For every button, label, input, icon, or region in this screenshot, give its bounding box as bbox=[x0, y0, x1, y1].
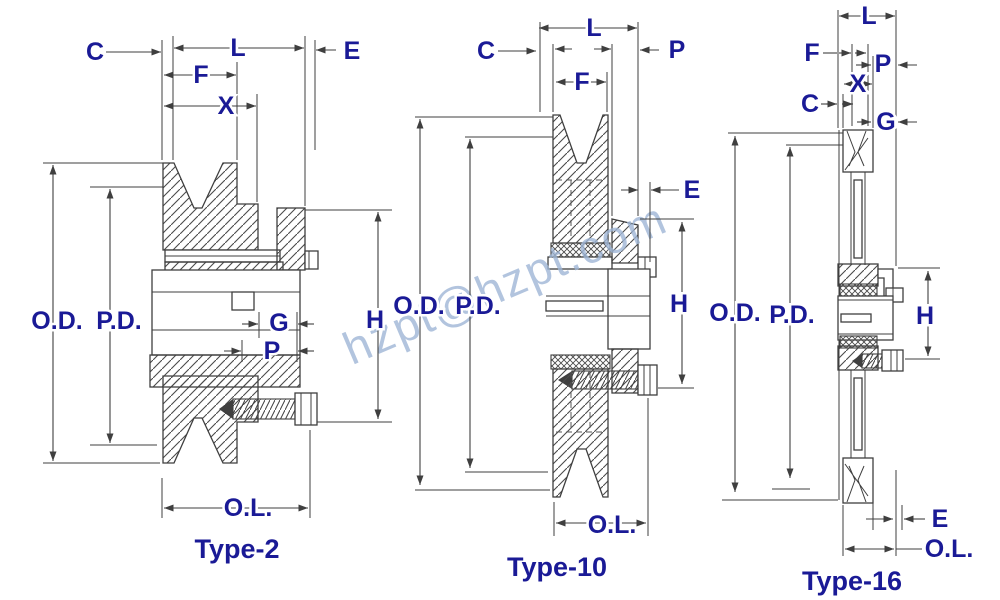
type-10-caption: Type-10 bbox=[507, 552, 607, 582]
type-2-dim-label-c: C bbox=[86, 38, 104, 66]
type-10-sheave-section bbox=[545, 114, 658, 498]
type-2-sheave-section bbox=[149, 162, 319, 464]
type-10-dimensions: C L P F E O.D. P.D. H O.L. Type-10 bbox=[391, 12, 703, 583]
type-2-mounting-bolt bbox=[219, 392, 318, 426]
type-2-flange-bolt bbox=[304, 250, 319, 270]
type-16-dim-label-p: P bbox=[875, 50, 892, 78]
type-10-dim-label-ol: O.L. bbox=[588, 511, 637, 539]
type-16-dim-label-ol: O.L. bbox=[925, 535, 974, 563]
type-16-keyway bbox=[840, 313, 872, 323]
type-2-dim-label-pd: P.D. bbox=[96, 307, 141, 335]
type-10-dim-label-pd: P.D. bbox=[455, 292, 500, 320]
type-16-dim-label-pd: P.D. bbox=[769, 301, 814, 329]
type-16-caption: Type-16 bbox=[802, 566, 902, 596]
type-16-dim-label-h: H bbox=[916, 302, 934, 330]
type-10-hub bbox=[607, 268, 651, 350]
type-2-dim-label-f: F bbox=[193, 61, 208, 89]
type-10-dim-label-od: O.D. bbox=[393, 292, 444, 320]
type-16-dim-label-g: G bbox=[876, 108, 895, 136]
type-2-dim-label-g: G bbox=[269, 309, 288, 337]
type-2-dimensions: C L E F X O.D. P.D. G P H O.L. Type-2 bbox=[29, 32, 392, 564]
type-10-dim-label-h: H bbox=[670, 290, 688, 318]
type-2-hub-bore bbox=[151, 269, 301, 356]
type-10-bottom-rim bbox=[552, 368, 609, 498]
type-2-keyway bbox=[231, 291, 255, 311]
type-16-web-window-bottom bbox=[853, 377, 863, 451]
type-10-dim-label-f: F bbox=[574, 68, 589, 96]
type-16-dim-label-f: F bbox=[804, 39, 819, 67]
type-10-dim-label-e: E bbox=[684, 176, 701, 204]
type-16-dimensions: L F P X C G O.D. P.D. H E O.L. Type-16 bbox=[707, 0, 976, 596]
type-10-dim-label-p: P bbox=[669, 36, 686, 64]
type-2-dim-label-x: X bbox=[218, 92, 235, 120]
type-2-lower-bushing bbox=[149, 354, 301, 388]
type-16-dim-label-od: O.D. bbox=[709, 299, 760, 327]
type-10-split-bushing-bottom bbox=[550, 354, 611, 370]
type-2-flange bbox=[276, 207, 306, 271]
type-2-dim-label-ol: O.L. bbox=[224, 494, 273, 522]
type-16-hub-top bbox=[837, 263, 879, 287]
type-10-dim-label-c: C bbox=[477, 37, 495, 65]
type-2-top-rim bbox=[162, 162, 259, 251]
type-10-dim-label-l: L bbox=[586, 14, 601, 42]
type-16-dim-label-e: E bbox=[932, 505, 949, 533]
type-16-sheave-section bbox=[837, 129, 904, 504]
type-2-dim-label-l: L bbox=[230, 34, 245, 62]
type-2-caption: Type-2 bbox=[194, 534, 279, 564]
type-16-web-window-top bbox=[853, 179, 863, 259]
type-16-dim-label-c: C bbox=[801, 90, 819, 118]
type-16-dim-label-l: L bbox=[861, 2, 876, 30]
type-2-dim-label-p: P bbox=[264, 337, 281, 365]
type-10-keyway bbox=[545, 300, 604, 312]
type-2-dim-label-e: E bbox=[344, 37, 361, 65]
type-16-mounting-bolt bbox=[852, 349, 904, 372]
type-2-dim-label-h: H bbox=[366, 306, 384, 334]
type-16-dim-label-x: X bbox=[850, 70, 867, 98]
type-2-dim-label-od: O.D. bbox=[31, 307, 82, 335]
